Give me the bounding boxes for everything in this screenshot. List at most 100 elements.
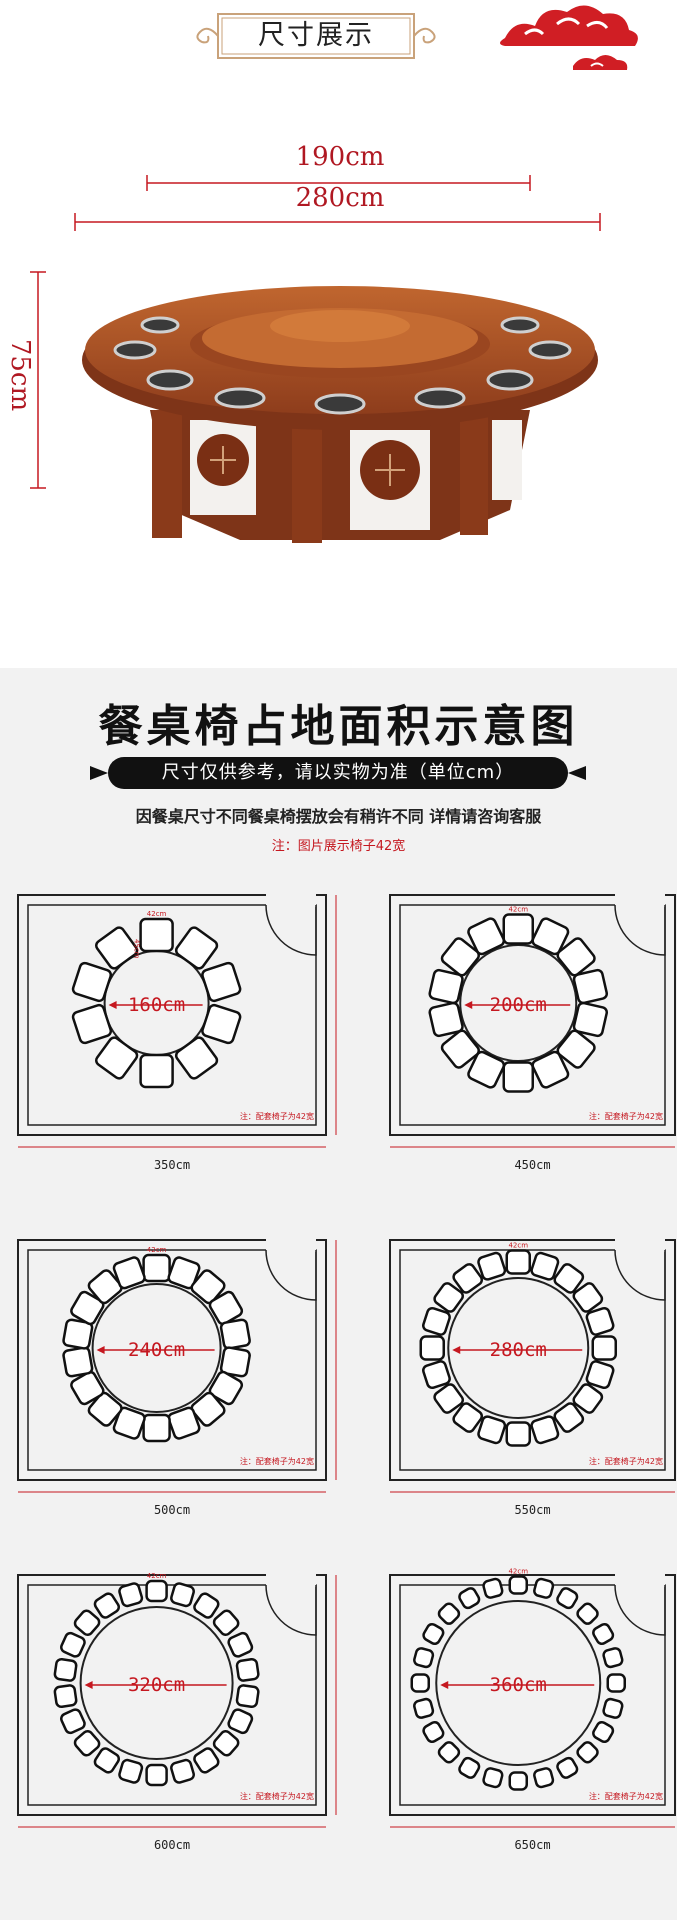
door-icon <box>614 1249 666 1301</box>
chair-icon <box>174 926 219 970</box>
chair-icon <box>235 1657 260 1682</box>
table-diameter-label: 320cm <box>128 1674 185 1696</box>
room-width-label: 600cm <box>154 1838 190 1852</box>
chair-icon <box>422 1360 451 1390</box>
room-wall-outer <box>389 1239 676 1481</box>
chair-spec-note: 注：配套椅子为42宽 <box>589 1111 663 1121</box>
chair-icon <box>212 1729 240 1757</box>
chair-icon <box>433 1282 465 1313</box>
chair-icon <box>467 917 506 956</box>
dimension-lines <box>30 175 601 489</box>
chair-width-label: 42cm <box>508 1568 528 1576</box>
chair-icon <box>419 1335 445 1361</box>
chair-icon <box>440 937 480 977</box>
chair-spec-note: 注：配套椅子为42宽 <box>589 1791 663 1801</box>
door-opening <box>266 893 316 907</box>
chair-icon <box>556 937 596 977</box>
product-size-section: 尺寸展示 190cm 280cm 75cm <box>0 0 677 668</box>
door-icon <box>265 904 317 956</box>
chair-icon <box>533 1577 555 1599</box>
chair-width-label: 42cm <box>147 1572 167 1580</box>
table-diameter-label: 200cm <box>490 994 547 1016</box>
chair-icon <box>602 1697 624 1719</box>
chair-icon <box>428 968 464 1005</box>
chair-icon <box>556 1029 596 1069</box>
chair-icon <box>606 1673 626 1693</box>
chair-spec-note: 注：配套椅子为42宽 <box>589 1456 663 1466</box>
table-outline <box>91 1283 222 1413</box>
room-wall-inner <box>399 1584 666 1806</box>
chair-icon <box>458 1756 481 1779</box>
chair-width-label: 42cm <box>508 1242 528 1250</box>
chair-icon <box>219 1318 251 1350</box>
chair-icon <box>508 1575 528 1595</box>
chair-icon <box>531 1050 570 1089</box>
chair-icon <box>201 961 242 1003</box>
chair-icon <box>227 1708 254 1735</box>
room-wall-inner <box>27 904 317 1126</box>
chair-width-label: 42cm <box>508 906 528 914</box>
chair-icon <box>553 1263 585 1294</box>
room-wall-outer <box>389 1574 676 1816</box>
chair-icon <box>71 961 113 1003</box>
chair-icon <box>95 1036 139 1080</box>
arrow-head-icon <box>452 1346 461 1354</box>
door-opening <box>615 893 665 907</box>
arrow-head-icon <box>96 1346 105 1354</box>
room-width-label: 350cm <box>154 1158 190 1172</box>
chair-icon <box>482 1577 504 1599</box>
chair-icon <box>502 1061 534 1093</box>
table-outline <box>447 1277 590 1419</box>
chair-icon <box>95 926 139 970</box>
section-title: 尺寸展示 <box>258 20 374 51</box>
chair-icon <box>118 1582 144 1608</box>
table-outline <box>79 1606 234 1760</box>
chair-icon <box>212 1609 240 1637</box>
chair-width-label: 42cm <box>147 910 167 918</box>
chair-icon <box>60 1631 86 1658</box>
title-frame <box>196 13 436 59</box>
chair-icon <box>71 1003 113 1045</box>
chair-icon <box>410 1673 430 1693</box>
chair-icon <box>73 1609 101 1637</box>
room-width-label: 650cm <box>514 1838 550 1852</box>
door-opening <box>615 1573 665 1587</box>
room-width-label: 500cm <box>154 1503 190 1517</box>
chair-icon <box>585 1306 615 1336</box>
chair-icon <box>87 1391 123 1427</box>
room-wall-outer <box>389 894 676 1136</box>
chair-icon <box>422 1306 451 1336</box>
chair-icon <box>208 1290 244 1326</box>
chair-icon <box>572 968 609 1005</box>
chair-icon <box>208 1370 244 1406</box>
chair-icon <box>530 1251 560 1281</box>
arrow-head-icon <box>108 1001 117 1009</box>
chair-icon <box>70 1290 105 1326</box>
chair-icon <box>422 1720 445 1744</box>
chair-icon <box>477 1251 507 1281</box>
chair-icon <box>477 1415 507 1445</box>
chair-icon <box>62 1318 94 1350</box>
chair-width-label: 42cm <box>147 1246 167 1254</box>
round-dining-table-image <box>82 286 598 543</box>
door-icon <box>614 904 666 956</box>
chair-icon <box>53 1684 78 1709</box>
chair-icon <box>530 1415 560 1445</box>
placement-description: 因餐桌尺寸不同餐桌椅摆放会有稍许不同 详情请咨询客服 <box>135 807 542 826</box>
chair-icon <box>142 1253 171 1283</box>
chair-icon <box>145 1763 168 1787</box>
banner-decoration <box>90 766 586 780</box>
reference-banner: 尺寸仅供参考，请以实物为准（单位cm） <box>108 757 568 789</box>
chair-icon <box>433 1383 465 1414</box>
table-outline <box>435 1600 602 1766</box>
chair-icon <box>440 1029 480 1069</box>
chair-icon <box>585 1360 615 1390</box>
chair-icon <box>201 1003 242 1045</box>
outer-diameter-label: 280cm <box>295 183 385 213</box>
chair-icon <box>556 1756 579 1779</box>
chair-icon <box>437 1602 461 1625</box>
